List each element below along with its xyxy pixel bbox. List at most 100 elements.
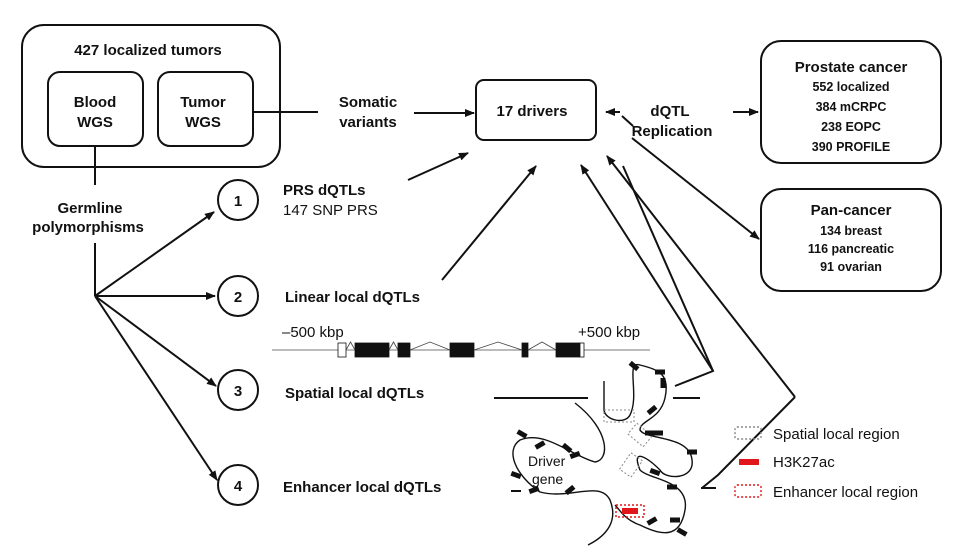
- prostate-item: 390 PROFILE: [812, 140, 891, 154]
- chromatin-mark: [649, 467, 661, 477]
- legend-label: Spatial local region: [773, 426, 900, 443]
- blood-wgs-box: Blood WGS: [47, 71, 144, 147]
- cohort-box: 427 localized tumors Blood WGS Tumor WGS: [21, 24, 281, 168]
- arrow-to-3: [94, 295, 217, 387]
- analysis-3: 3 Spatial local dQTLs: [217, 369, 424, 411]
- legend-item-h3k27ac: H3K27ac: [739, 454, 835, 471]
- linear-arrow: [441, 165, 537, 281]
- legend-label: H3K27ac: [773, 454, 835, 471]
- gene-track: –500 kbp +500 kbp: [272, 324, 650, 358]
- gene-track-right-label: +500 kbp: [578, 324, 640, 341]
- chromatin-mark: [534, 440, 546, 450]
- pancancer-item: 91 ovarian: [820, 260, 882, 274]
- chromatin-marks: [510, 360, 697, 537]
- spatial-region-swatch: [734, 426, 762, 440]
- spatial-region-box: [603, 409, 635, 423]
- analysis-4: 4 Enhancer local dQTLs: [217, 464, 441, 506]
- chromatin-mark: [561, 442, 573, 454]
- exon: [337, 342, 347, 358]
- tumor-wgs-box: Tumor WGS: [157, 71, 254, 147]
- driver-gene-line1: Driver: [528, 453, 566, 469]
- chromatin-loops: Driver gene: [494, 360, 716, 546]
- exon: [555, 342, 581, 358]
- pancancer-item: 134 breast: [820, 224, 883, 238]
- analysis-2: 2 Linear local dQTLs: [217, 275, 420, 317]
- germline-line2: polymorphisms: [32, 219, 144, 236]
- driver-loop: [512, 402, 614, 546]
- h3k27ac-mark: [622, 508, 638, 514]
- chromatin-mark: [687, 449, 697, 455]
- chromatin-mark: [569, 450, 581, 460]
- exon: [354, 342, 390, 358]
- intron: [345, 341, 356, 351]
- enhancer-region-box: [615, 504, 645, 518]
- drivers-label: 17 drivers: [497, 103, 568, 120]
- chromatin-mark: [670, 517, 680, 523]
- chromatin-mark: [564, 484, 576, 496]
- prostate-cancer-box: Prostate cancer 552 localized 384 mCRPC …: [760, 40, 942, 164]
- exon: [521, 342, 529, 358]
- arrow-to-4: [94, 295, 218, 481]
- exon: [397, 342, 411, 358]
- exon: [579, 342, 585, 358]
- legend-item-spatial: Spatial local region: [734, 426, 900, 443]
- pancancer-item: 116 pancreatic: [808, 242, 894, 256]
- analysis-title: Linear local dQTLs: [285, 289, 420, 306]
- chromatin-mark: [646, 516, 658, 526]
- germline-line1: Germline: [57, 200, 122, 217]
- pancancer-title: Pan-cancer: [811, 202, 892, 219]
- spatial-region-box: [618, 452, 644, 478]
- chromatin-mark: [676, 527, 688, 537]
- somatic-label-line2: variants: [339, 114, 397, 131]
- intron: [527, 341, 557, 351]
- analysis-1: 1 PRS dQTLs 147 SNP PRS: [217, 179, 378, 221]
- legend-item-enhancer: Enhancer local region: [734, 484, 918, 501]
- chromatin-mark: [510, 470, 522, 480]
- blood-wgs-line1: Blood: [74, 94, 117, 111]
- drivers-box: 17 drivers: [475, 79, 597, 141]
- enhancer-arrow-elbow: [701, 396, 796, 489]
- spatial-arrow: [580, 164, 714, 372]
- chromatin-mark: [516, 429, 528, 439]
- legend-label: Enhancer local region: [773, 484, 918, 501]
- chromatin-mark: [645, 430, 655, 436]
- prs-arrow: [407, 152, 469, 181]
- analysis-number: 2: [234, 289, 242, 306]
- analysis-number: 1: [234, 193, 242, 210]
- somatic-label-line1: Somatic: [339, 94, 397, 111]
- analysis-subtitle: 147 SNP PRS: [283, 202, 378, 219]
- analysis-number: 3: [234, 383, 242, 400]
- replication-line1: dQTL: [650, 103, 689, 120]
- analysis-title: Spatial local dQTLs: [285, 385, 424, 402]
- prostate-item: 238 EOPC: [821, 120, 881, 134]
- intron: [388, 341, 399, 351]
- enhancer-arrow: [606, 155, 796, 398]
- exon-group: [337, 341, 585, 358]
- gene-track-left-label: –500 kbp: [282, 324, 344, 341]
- arrow-to-1: [94, 211, 215, 297]
- driver-gene-line2: gene: [532, 471, 563, 487]
- intron: [409, 341, 451, 351]
- replication-arrow-stub: [621, 115, 634, 127]
- replication-line2: Replication: [632, 123, 713, 140]
- prostate-title: Prostate cancer: [795, 59, 908, 76]
- chromatin-mark: [667, 484, 677, 490]
- chromatin-mark: [528, 485, 540, 495]
- chromatin-mark: [628, 360, 640, 372]
- spatial-region-box: [627, 422, 653, 448]
- analysis-number: 4: [234, 478, 243, 495]
- analysis-title: PRS dQTLs: [283, 182, 366, 199]
- looped-chromatin: [603, 364, 693, 534]
- prostate-item: 552 localized: [812, 80, 889, 94]
- tumor-wgs-line2: WGS: [185, 114, 221, 131]
- legend: Spatial local region H3K27ac Enhancer lo…: [734, 426, 918, 501]
- cohort-title: 427 localized tumors: [74, 42, 222, 59]
- pan-cancer-box: Pan-cancer 134 breast 116 pancreatic 91 …: [760, 188, 942, 292]
- replication-arrow-pancancer: [631, 137, 760, 240]
- chromatin-mark: [646, 404, 658, 416]
- exon: [449, 342, 475, 358]
- enhancer-region-swatch: [734, 484, 762, 498]
- intron: [473, 341, 523, 351]
- chromatin-mark: [655, 369, 665, 375]
